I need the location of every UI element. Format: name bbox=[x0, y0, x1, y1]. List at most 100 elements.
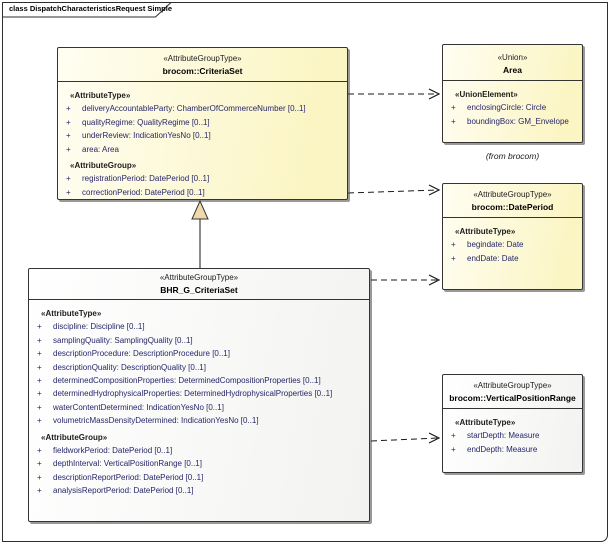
attribute-text: enclosingCircle: Circle bbox=[467, 103, 547, 113]
frame-title: class DispatchCharacteristicsRequest Sim… bbox=[9, 4, 172, 13]
attribute-text: depthInterval: VerticalPositionRange [0.… bbox=[53, 459, 202, 469]
attribute-row: + endDepth: Measure bbox=[443, 443, 582, 456]
visibility: + bbox=[66, 104, 71, 114]
class-header: «AttributeGroupType» brocom::DatePeriod bbox=[443, 184, 582, 218]
attribute-text: startDepth: Measure bbox=[467, 431, 540, 441]
attribute-row: + correctionPeriod: DatePeriod [0..1] bbox=[58, 186, 347, 199]
class-brocom-verticalpositionrange[interactable]: «AttributeGroupType» brocom::VerticalPos… bbox=[442, 374, 583, 473]
attribute-row: + fieldworkPeriod: DatePeriod [0..1] bbox=[29, 444, 369, 457]
visibility: + bbox=[37, 389, 42, 399]
attribute-row: + descriptionProcedure: DescriptionProced… bbox=[29, 347, 369, 360]
class-body: «AttributeType» + startDepth: Measure + en… bbox=[443, 409, 582, 456]
section-header-attributetype: «AttributeType» bbox=[70, 91, 131, 100]
attribute-row: + analysisReportPeriod: DatePeriod [0..1] bbox=[29, 484, 369, 497]
visibility: + bbox=[37, 459, 42, 469]
attribute-text: correctionPeriod: DatePeriod [0..1] bbox=[82, 187, 205, 197]
class-stereotype: «AttributeGroupType» bbox=[163, 54, 242, 63]
attribute-text: descriptionReportPeriod: DatePeriod [0..… bbox=[53, 472, 204, 482]
class-name: brocom::CriteriaSet bbox=[162, 66, 243, 76]
attribute-text: descriptionProcedure: DescriptionProcedu… bbox=[53, 349, 230, 359]
visibility: + bbox=[451, 253, 456, 263]
visibility: + bbox=[37, 486, 42, 496]
class-body: «AttributeType» +deliveryAccountablePart… bbox=[58, 82, 347, 199]
visibility: + bbox=[451, 116, 456, 126]
class-name: brocom::DatePeriod bbox=[471, 202, 554, 212]
attribute-text: discipline: Discipline [0..1] bbox=[53, 322, 145, 332]
attribute-row: + descriptionQuality: DescriptionQuality … bbox=[29, 361, 369, 374]
attribute-text: fieldworkPeriod: DatePeriod [0..1] bbox=[53, 446, 173, 456]
attribute-row: +descriptionReportPeriod: DatePeriod [0.… bbox=[29, 471, 369, 484]
attribute-row: + waterContentDetermined: IndicationYesNo… bbox=[29, 401, 369, 414]
attribute-text: area: Area bbox=[82, 144, 119, 154]
attribute-text: endDepth: Measure bbox=[467, 444, 538, 454]
visibility: + bbox=[37, 335, 42, 345]
attribute-row: + registrationPeriod: DatePeriod [0..1] bbox=[58, 172, 347, 185]
class-header: «AttributeGroupType» brocom::VerticalPos… bbox=[443, 375, 582, 409]
visibility: + bbox=[37, 416, 42, 426]
class-stereotype: «AttributeGroupType» bbox=[473, 190, 552, 199]
section-header-attributegroup: «AttributeGroup» bbox=[41, 432, 108, 442]
visibility: + bbox=[37, 446, 42, 456]
visibility: + bbox=[66, 144, 71, 154]
attribute-row: + discipline: Discipline [0..1] bbox=[29, 320, 369, 333]
section-header-attributetype: «AttributeType» bbox=[455, 418, 516, 427]
section-header-attributetype: «AttributeType» bbox=[41, 309, 102, 318]
visibility: + bbox=[451, 431, 456, 441]
visibility: + bbox=[451, 444, 456, 454]
visibility: + bbox=[37, 322, 42, 332]
attribute-row: + boundingBox: GM_Envelope bbox=[443, 115, 582, 128]
visibility: + bbox=[451, 103, 456, 113]
attribute-text: determinedCompositionProperties: Determi… bbox=[53, 376, 321, 386]
class-stereotype: «AttributeGroupType» bbox=[473, 381, 552, 390]
visibility: + bbox=[66, 174, 71, 184]
visibility: + bbox=[37, 349, 42, 359]
attribute-row: + endDate: Date bbox=[443, 252, 582, 265]
class-brocom-criteriaset[interactable]: «AttributeGroupType» brocom::CriteriaSet… bbox=[57, 47, 348, 200]
attribute-row: +deliveryAccountableParty: ChamberOfComm… bbox=[58, 102, 347, 115]
visibility: + bbox=[66, 187, 71, 197]
class-area[interactable]: «Union» Area «UnionElement» + enclosingCi… bbox=[442, 44, 583, 143]
attribute-text: boundingBox: GM_Envelope bbox=[467, 116, 569, 126]
class-body: «AttributeType» + begindate: Date + endDat… bbox=[443, 218, 582, 265]
attribute-row: + area: Area bbox=[58, 143, 347, 156]
attribute-text: waterContentDetermined: IndicationYesNo … bbox=[53, 402, 224, 412]
attribute-row: + determinedHydrophysicalProperties: Dete… bbox=[29, 387, 369, 400]
attribute-row: +underReview: IndicationYesNo [0..1] bbox=[58, 129, 347, 142]
attribute-text: analysisReportPeriod: DatePeriod [0..1] bbox=[53, 486, 194, 496]
class-body: «AttributeType» + discipline: Discipline … bbox=[29, 300, 369, 498]
attribute-text: descriptionQuality: DescriptionQuality [… bbox=[53, 362, 206, 372]
class-name: BHR_G_CriteriaSet bbox=[160, 285, 238, 295]
visibility: + bbox=[37, 376, 42, 386]
class-header: «AttributeGroupType» BHR_G_CriteriaSet bbox=[29, 269, 369, 300]
attribute-row: + begindate: Date bbox=[443, 238, 582, 251]
attribute-row: + volumetricMassDensityDetermined: Indica… bbox=[29, 414, 369, 427]
visibility: + bbox=[66, 131, 71, 141]
attribute-text: samplingQuality: SamplingQuality [0..1] bbox=[53, 335, 193, 345]
attribute-row: +qualityRegime: QualityRegime [0..1] bbox=[58, 116, 347, 129]
attribute-text: volumetricMassDensityDetermined: Indicat… bbox=[53, 416, 259, 426]
class-brocom-dateperiod[interactable]: «AttributeGroupType» brocom::DatePeriod … bbox=[442, 183, 583, 290]
attribute-row: + determinedCompositionProperties: Determ… bbox=[29, 374, 369, 387]
attribute-text: determinedHydrophysicalProperties: Deter… bbox=[53, 389, 333, 399]
attribute-row: + samplingQuality: SamplingQuality [0..1] bbox=[29, 334, 369, 347]
attribute-text: begindate: Date bbox=[467, 240, 524, 250]
class-header: «AttributeGroupType» brocom::CriteriaSet bbox=[58, 48, 347, 82]
visibility: + bbox=[37, 362, 42, 372]
attribute-text: registrationPeriod: DatePeriod [0..1] bbox=[82, 174, 210, 184]
section-header-unionelement: «UnionElement» bbox=[455, 90, 518, 99]
class-header: «Union» Area bbox=[443, 45, 582, 81]
visibility: + bbox=[451, 240, 456, 250]
section-header-attributegroup: «AttributeGroup» bbox=[70, 161, 137, 171]
attribute-row: + depthInterval: VerticalPositionRange [0… bbox=[29, 457, 369, 470]
attribute-text: endDate: Date bbox=[467, 253, 519, 263]
class-name: brocom::VerticalPositionRange bbox=[449, 393, 576, 403]
section-header-attributetype: «AttributeType» bbox=[455, 227, 516, 236]
attribute-text: qualityRegime: QualityRegime [0..1] bbox=[82, 117, 210, 127]
class-stereotype: «AttributeGroupType» bbox=[159, 273, 239, 282]
class-bhr-g-criteriaset[interactable]: «AttributeGroupType» BHR_G_CriteriaSet «… bbox=[28, 268, 370, 522]
class-body: «UnionElement» +enclosingCircle: Circle … bbox=[443, 81, 582, 128]
class-name: Area bbox=[503, 65, 522, 75]
visibility: + bbox=[37, 402, 42, 412]
